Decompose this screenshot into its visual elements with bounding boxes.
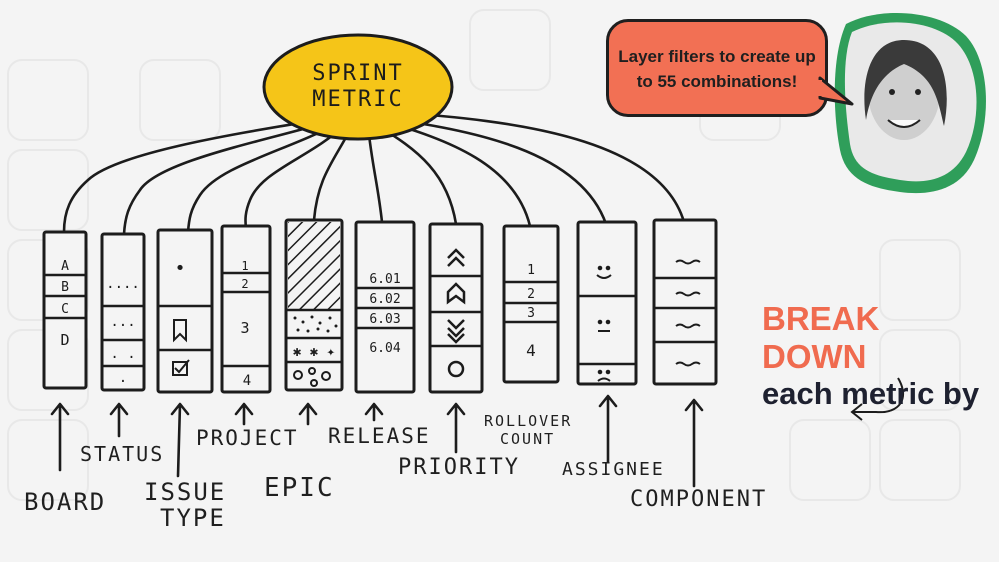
label-assignee: ASSIGNEE — [562, 459, 665, 480]
label-component: COMPONENT — [630, 487, 768, 512]
epic-circle-pattern — [293, 367, 331, 387]
label-status: STATUS — [80, 442, 165, 466]
label-board: BOARD — [24, 488, 107, 516]
release-row-4: 6.04 — [369, 341, 400, 356]
board-row-d: D — [60, 331, 69, 349]
label-project: PROJECT — [196, 426, 299, 450]
issue-type-dot: • — [175, 258, 186, 279]
priority-highest-icon — [447, 248, 465, 267]
column-priority — [428, 222, 484, 394]
bookmark-icon — [173, 319, 187, 343]
avatar — [834, 12, 986, 194]
release-row-1: 6.01 — [369, 272, 400, 287]
center-node: SPRINT METRIC — [262, 33, 454, 141]
priority-lowest-icon — [447, 360, 465, 378]
status-row-3: . . — [110, 346, 135, 362]
rollover-row-3: 3 — [527, 306, 535, 321]
priority-low-icon — [447, 319, 465, 344]
release-row-2: 6.02 — [369, 292, 400, 307]
column-epic: ✱ ✱ ✦ — [284, 218, 344, 392]
label-release: RELEASE — [328, 424, 431, 448]
rollover-row-4: 4 — [526, 341, 536, 360]
rollover-row-1: 1 — [527, 263, 535, 278]
label-epic: EPIC — [264, 473, 335, 503]
column-issue-type: • — [156, 228, 214, 394]
headline-line2: each metric by — [762, 376, 980, 411]
callout-bubble: Layer filters to create up to 55 combina… — [606, 19, 828, 117]
priority-high-icon — [446, 282, 466, 305]
label-arrows — [50, 394, 704, 488]
curl-arrow-icon — [850, 377, 904, 421]
column-rollover-count: 1 2 3 4 — [502, 224, 560, 384]
callout-line2: to 55 combinations! — [636, 72, 798, 91]
column-component — [652, 218, 718, 386]
sad-face-icon — [597, 369, 611, 382]
board-row-c: C — [61, 302, 69, 317]
column-project: 1 2 3 4 — [220, 224, 272, 394]
checkbox-icon — [172, 361, 188, 376]
label-rollover-line1: ROLLOVER — [484, 412, 573, 430]
epic-cross-pattern: ✱ ✱ ✦ — [293, 344, 336, 360]
status-row-2: ... — [110, 314, 135, 330]
center-node-line2: METRIC — [312, 87, 403, 112]
status-row-4: . — [119, 370, 127, 386]
headline: BREAK DOWN each metric by — [762, 300, 992, 412]
column-assignee — [576, 220, 638, 386]
label-rollover-line2: COUNT — [500, 430, 556, 448]
project-row-2: 2 — [241, 277, 248, 291]
release-row-3: 6.03 — [369, 312, 400, 327]
column-board: A B C D — [42, 230, 88, 390]
project-row-4: 4 — [243, 373, 251, 389]
component-scribbles — [675, 259, 701, 367]
rollover-row-2: 2 — [527, 287, 535, 302]
callout-tail — [818, 76, 854, 106]
smile-face-icon — [596, 265, 612, 279]
column-release: 6.01 6.02 6.03 6.04 — [354, 220, 416, 394]
project-row-1: 1 — [241, 259, 248, 273]
label-issue-type-line2: TYPE — [160, 504, 226, 532]
epic-dot-pattern — [293, 315, 338, 333]
board-row-b: B — [61, 280, 69, 295]
label-issue-type-line1: ISSUE — [144, 478, 227, 506]
callout-line1: Layer filters to create up — [618, 47, 816, 66]
project-row-3: 3 — [240, 319, 249, 337]
headline-line1: BREAK DOWN — [762, 300, 880, 375]
center-node-line1: SPRINT — [312, 61, 403, 86]
label-priority: PRIORITY — [398, 455, 520, 480]
column-status: .... ... . . . — [100, 232, 146, 392]
status-row-1: .... — [106, 276, 140, 292]
board-row-a: A — [61, 259, 69, 274]
neutral-face-icon — [597, 319, 611, 332]
